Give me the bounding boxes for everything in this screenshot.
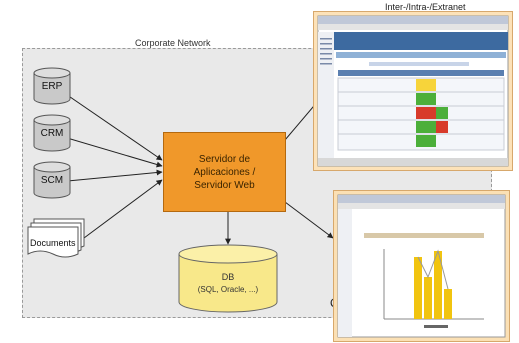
scm-to-server-arrow	[56, 169, 163, 183]
cylinder-icon	[33, 161, 71, 199]
crm-label: CRM	[40, 128, 64, 139]
cylinder-icon	[33, 67, 71, 105]
scm-database: SCM	[33, 161, 71, 199]
cylinder-icon	[178, 244, 278, 313]
documents-icon	[27, 218, 85, 258]
db-cylinder: DB (SQL, Oracle, ...)	[178, 244, 278, 314]
web-page-thumbnail	[317, 15, 509, 167]
chart-page-thumbnail	[337, 194, 506, 338]
cylinder-icon	[33, 114, 71, 152]
db-subtitle: (SQL, Oracle, ...)	[197, 285, 259, 294]
scm-label: SCM	[40, 175, 64, 186]
erp-database: ERP	[33, 67, 71, 105]
documents-label: Documents	[30, 238, 76, 248]
db-title: DB	[221, 272, 235, 282]
erp-label: ERP	[41, 81, 63, 92]
application-server-box: Servidor de Aplicaciones / Servidor Web	[163, 132, 286, 212]
extranet-screenshot	[313, 11, 513, 171]
erp-to-server-arrow	[56, 87, 163, 161]
corporate-network-label: Corporate Network	[135, 38, 211, 48]
server-to-report-arrow	[284, 201, 334, 239]
application-server-label: Servidor de Aplicaciones / Servidor Web	[193, 153, 256, 191]
documents-to-server-arrow	[83, 179, 163, 239]
crm-database: CRM	[33, 114, 71, 152]
documents-stack: Documents	[26, 218, 86, 258]
inter-intra-extranet-label: Inter-/Intra-/Extranet	[385, 2, 466, 12]
crm-to-server-arrow	[56, 134, 163, 168]
report-screenshot	[333, 190, 510, 342]
